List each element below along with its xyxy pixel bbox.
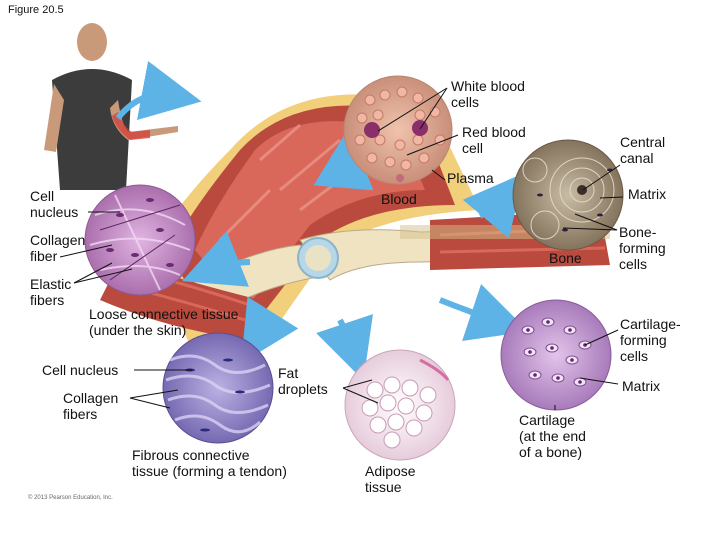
label-bone-forming-cells: Bone- forming cells	[619, 224, 666, 272]
label-adipose-tissue: Adipose tissue	[365, 463, 416, 495]
figure-label: Figure 20.5	[8, 4, 64, 16]
label-fat-droplets: Fat droplets	[278, 365, 328, 397]
cartilage-micrograph	[500, 299, 612, 411]
label-cartilage-forming-cells: Cartilage- forming cells	[620, 316, 681, 364]
label-cartilage: Cartilage (at the end of a bone)	[519, 412, 586, 460]
man-figure	[44, 23, 178, 190]
label-loose-connective: Loose connective tissue (under the skin)	[89, 306, 239, 338]
label-cell-nucleus-loose: Cell nucleus	[30, 188, 79, 220]
label-cell-nucleus-tendon: Cell nucleus	[42, 362, 119, 378]
label-collagen-fiber: Collagen fiber	[30, 232, 86, 264]
label-matrix-cartilage: Matrix	[622, 378, 661, 394]
label-blood: Blood	[381, 191, 417, 207]
label-elastic-fibers: Elastic fibers	[30, 276, 72, 308]
loose-connective-micrograph	[84, 184, 196, 296]
leader-lines	[59, 87, 624, 410]
label-bone: Bone	[549, 250, 582, 266]
label-fibrous-connective: Fibrous connective tissue (forming a ten…	[132, 447, 287, 479]
blood-micrograph	[343, 75, 453, 185]
label-plasma: Plasma	[447, 170, 494, 186]
label-red-blood-cell: Red blood cell	[462, 124, 526, 156]
bone-micrograph	[512, 139, 624, 251]
label-central-canal: Central canal	[620, 134, 666, 166]
copyright: © 2013 Pearson Education, Inc.	[28, 495, 113, 501]
label-collagen-fibers: Collagen fibers	[63, 390, 119, 422]
arrows	[115, 60, 529, 381]
adipose-micrograph	[344, 349, 456, 461]
tendon-micrograph	[162, 332, 274, 444]
label-matrix-bone: Matrix	[628, 186, 667, 202]
label-white-blood-cells: White blood cells	[451, 78, 525, 110]
